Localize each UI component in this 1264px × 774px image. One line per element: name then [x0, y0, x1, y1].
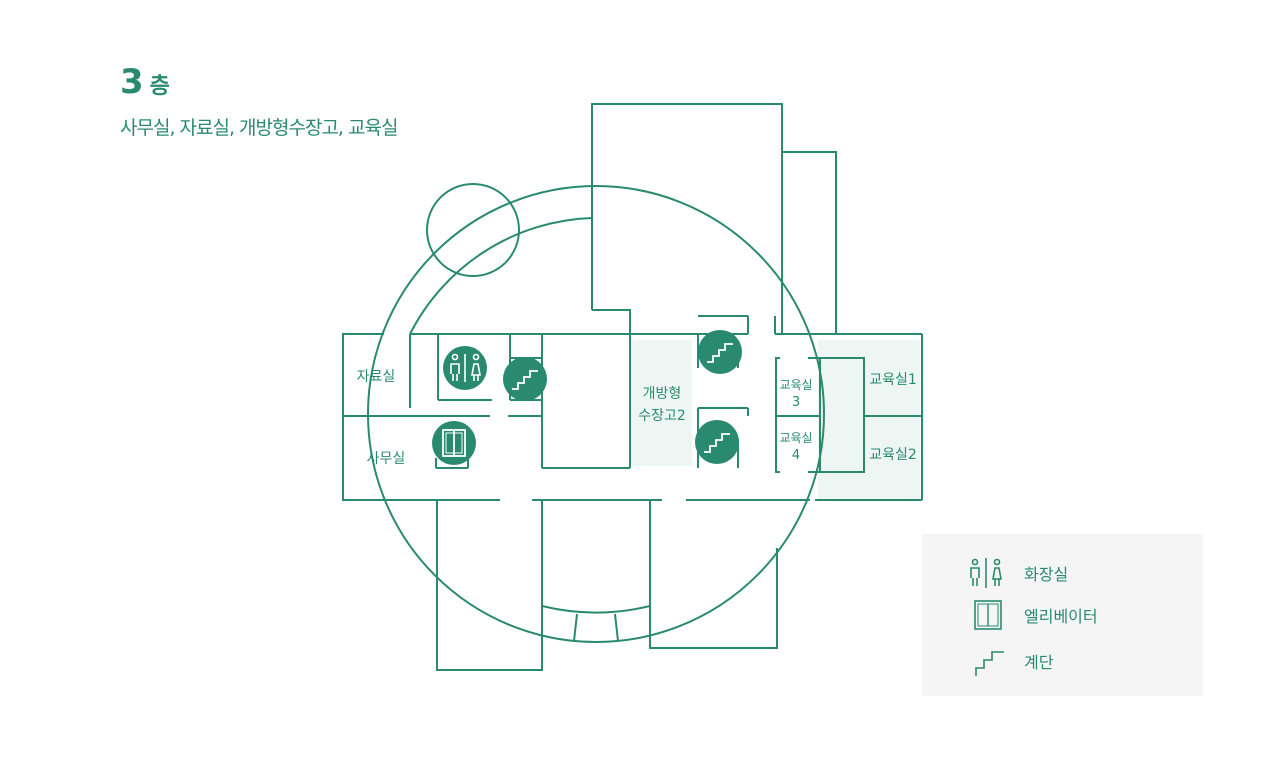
small-rotunda — [426, 183, 520, 277]
room-edu4-line2: 4 — [792, 448, 800, 463]
floor-number: 3 — [120, 62, 144, 102]
room-edu3-line1: 교육실 — [779, 378, 812, 392]
room-archive: 자료실 — [357, 369, 396, 385]
room-storage-line2: 수장고2 — [638, 408, 686, 424]
storage-fill — [632, 340, 692, 466]
restroom-icon — [443, 346, 487, 390]
elevator-icon — [966, 596, 1010, 634]
room-edu2: 교육실2 — [869, 447, 917, 463]
restroom-icon — [966, 554, 1010, 592]
main-rotunda — [367, 185, 825, 643]
legend-item-elevator: 엘리베이터 — [966, 596, 1098, 634]
floor-subtitle: 사무실, 자료실, 개방형수장고, 교육실 — [120, 117, 398, 139]
legend: 화장실 엘리베이터 계단 — [922, 534, 1203, 696]
legend-item-stairs: 계단 — [966, 642, 1053, 680]
legend-label-restroom: 화장실 — [1024, 565, 1069, 584]
legend-item-restroom: 화장실 — [966, 554, 1068, 592]
inner-ring — [409, 217, 593, 335]
stairs-icon — [966, 642, 1010, 680]
stairs-icon — [503, 357, 547, 401]
room-edu3-line2: 3 — [792, 395, 800, 410]
legend-label-stairs: 계단 — [1024, 653, 1054, 672]
room-storage-line1: 개방형 — [643, 386, 682, 402]
room-edu4-line1: 교육실 — [779, 431, 812, 445]
room-edu1: 교육실1 — [869, 372, 917, 388]
elevator-icon — [432, 421, 476, 465]
edu-fill — [818, 340, 920, 500]
legend-label-elevator: 엘리베이터 — [1024, 607, 1098, 626]
stairs-icon — [695, 420, 739, 464]
floor-unit: 층 — [149, 74, 170, 99]
room-office: 사무실 — [367, 451, 406, 467]
stairs-icon — [698, 330, 742, 374]
bottom-arc — [541, 605, 651, 614]
